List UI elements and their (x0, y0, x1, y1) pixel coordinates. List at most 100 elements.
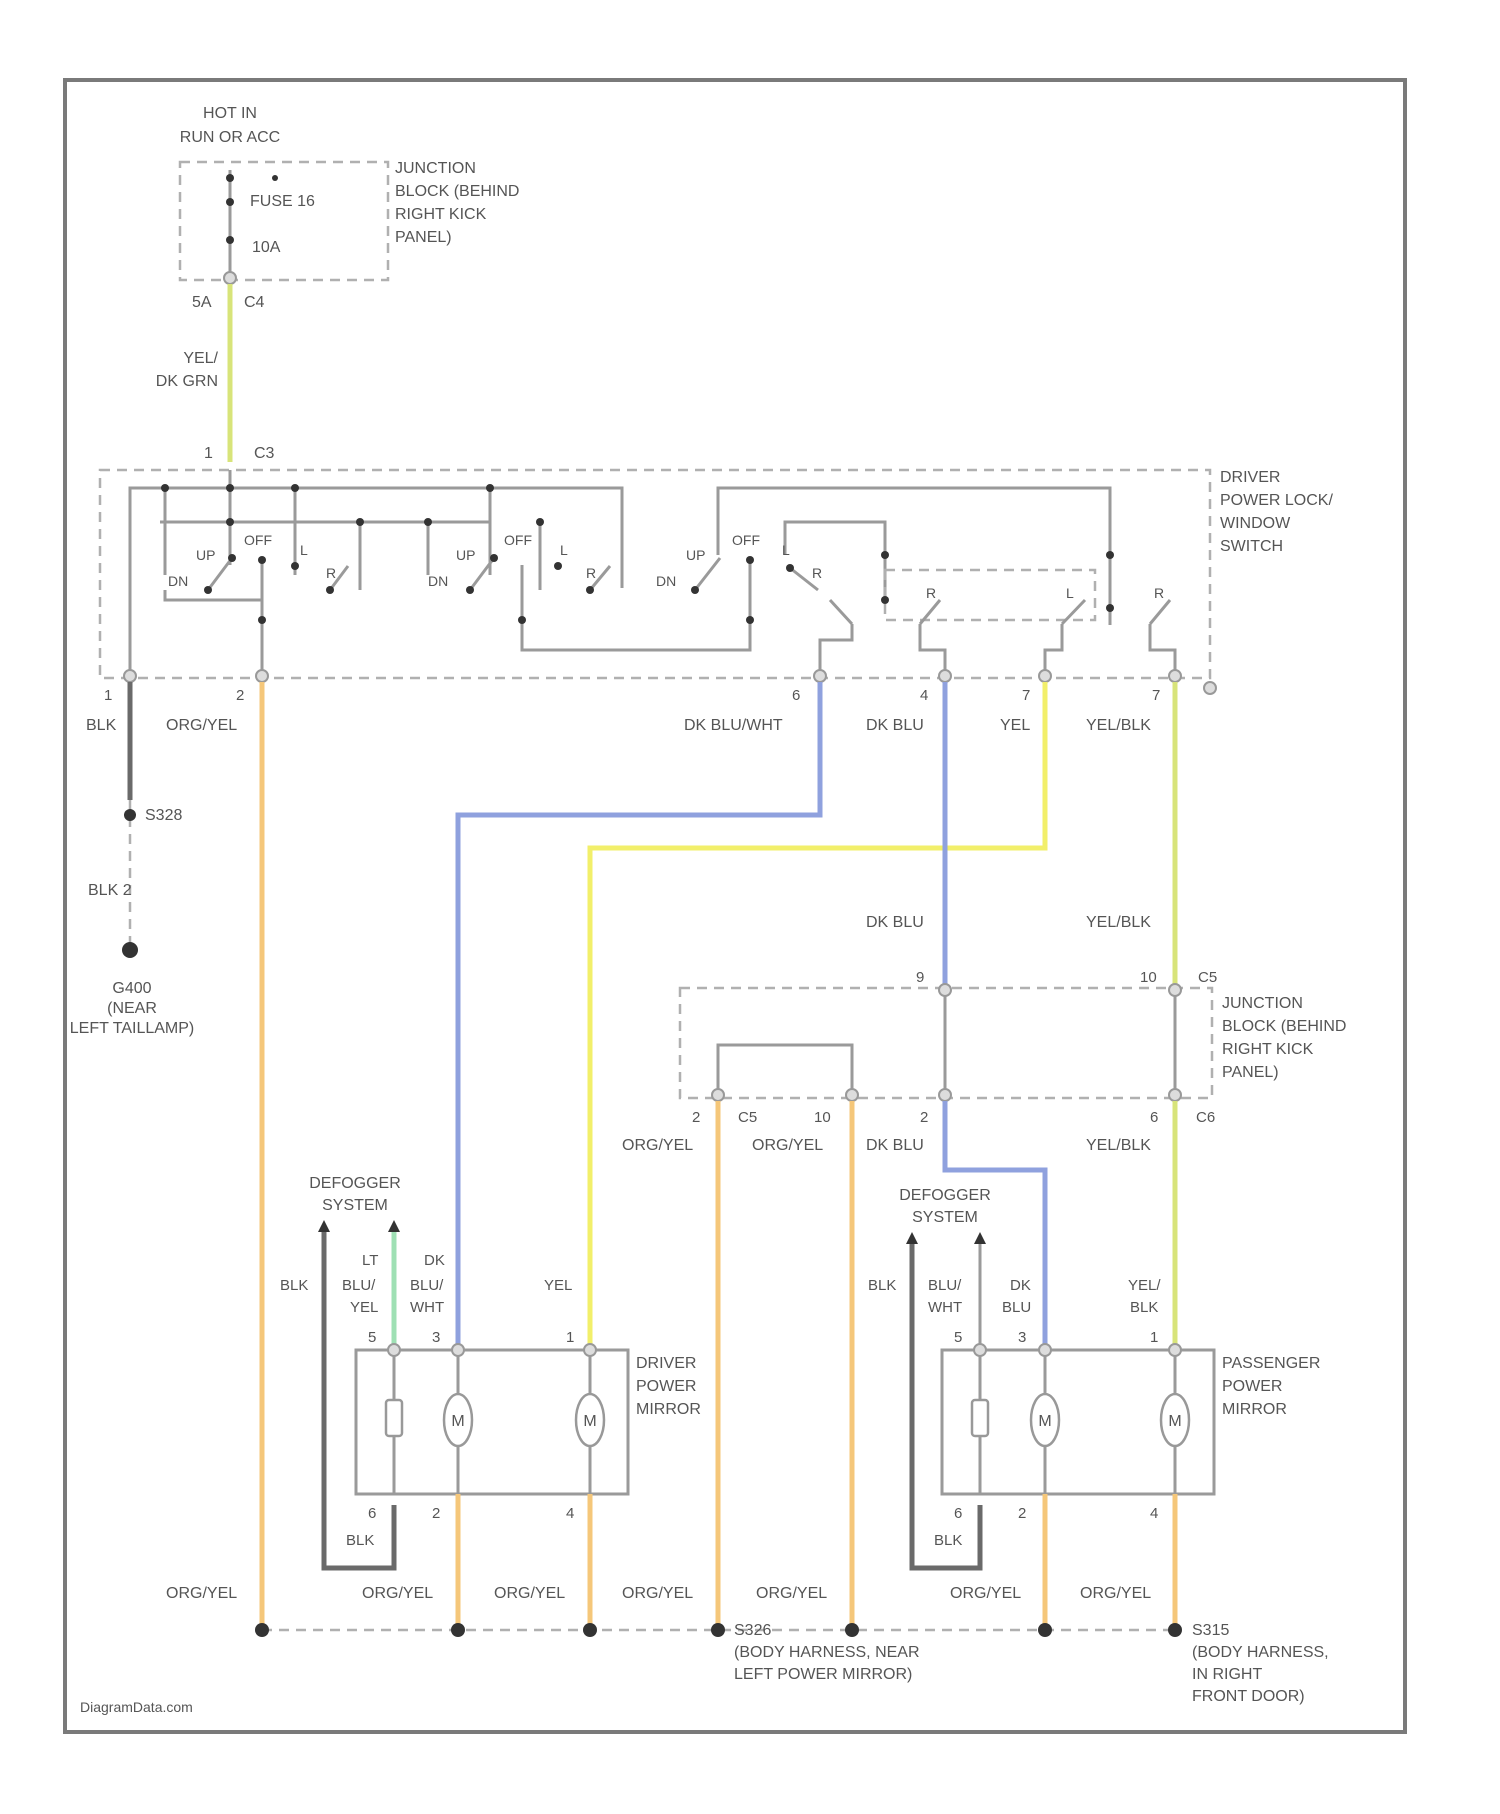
sw3-l: L (782, 542, 790, 558)
dm-motor-1: M (451, 1413, 464, 1430)
dm-motor-2: M (583, 1413, 596, 1430)
defog-right-arrow-a (906, 1232, 918, 1244)
pm-bpin-4: 4 (1150, 1505, 1158, 1522)
jb-top-line-4: PANEL) (395, 229, 452, 246)
left-wire-blk: BLK (280, 1277, 308, 1294)
ground-line-3: LEFT TAILLAMP) (70, 1020, 194, 1037)
sw1-l: L (300, 542, 308, 558)
sw4-r: R (926, 585, 936, 601)
pm-pin-5: 5 (954, 1329, 962, 1346)
dm-pin-1: 1 (566, 1329, 574, 1346)
splice-right-1: S315 (1192, 1622, 1229, 1639)
driver-mirror-2: POWER (636, 1378, 696, 1395)
sw3-up: UP (686, 547, 705, 563)
jb2-wire-4: YEL/BLK (1086, 1137, 1151, 1154)
junction-block-mid (680, 984, 1212, 1101)
jb2-line-3: RIGHT KICK (1222, 1041, 1314, 1058)
sw-pin-d: 4 (920, 687, 928, 704)
pm-pin-1: 1 (1150, 1329, 1158, 1346)
splice-dot-3 (583, 1623, 597, 1637)
jb2-conn-c5: C5 (1198, 969, 1217, 986)
defog-right-1: DEFOGGER (899, 1187, 991, 1204)
dkblu-mid-label: DK BLU (866, 914, 924, 931)
run-acc-label: RUN OR ACC (180, 129, 280, 146)
left-wire-blu2: BLU/ (410, 1277, 444, 1294)
jb2-line-2: BLOCK (BEHIND (1222, 1018, 1346, 1035)
diagram-frame (65, 80, 1405, 1732)
splice-dot-6 (1038, 1623, 1052, 1637)
jb2-pin-9: 9 (916, 969, 924, 986)
right-wire-dk: DK (1010, 1277, 1031, 1294)
orgyel-bottom-2: ORG/YEL (362, 1585, 433, 1602)
wire-dkblu-sw: DK BLU (866, 717, 924, 734)
defog-left-1: DEFOGGER (309, 1175, 401, 1192)
pm-motor-2: M (1168, 1413, 1181, 1430)
sw2-l: L (560, 542, 568, 558)
pass-mirror-2: POWER (1222, 1378, 1282, 1395)
switch-name-3: WINDOW (1220, 515, 1291, 532)
defog-left-arrow-b (388, 1220, 400, 1232)
wire-yel-top: YEL/ (183, 350, 218, 367)
splice-right-2: (BODY HARNESS, (1192, 1644, 1329, 1661)
sw-pin-f: 7 (1152, 687, 1160, 704)
sw5-r: R (1154, 585, 1164, 601)
pin-c4: C4 (244, 294, 265, 311)
switch-name-4: SWITCH (1220, 538, 1283, 555)
splice-ground-dot (124, 809, 136, 821)
jb2-line-1: JUNCTION (1222, 995, 1303, 1012)
defog-left-2: SYSTEM (322, 1197, 388, 1214)
jb2-bconn-1: C5 (738, 1109, 757, 1126)
pm-bpin-2: 2 (1018, 1505, 1026, 1522)
switch-name-1: DRIVER (1220, 469, 1280, 486)
left-wire-yel2: YEL (544, 1277, 572, 1294)
driver-mirror-1: DRIVER (636, 1355, 696, 1372)
defog-left-arrow-a (318, 1220, 330, 1232)
defog-right-arrow-b (974, 1232, 986, 1244)
splice-dot-5 (845, 1623, 859, 1637)
sw1-off: OFF (244, 532, 272, 548)
fuse-amps: 10A (252, 239, 281, 256)
orgyel-bottom-4: ORG/YEL (622, 1585, 693, 1602)
pass-mirror-1: PASSENGER (1222, 1355, 1320, 1372)
fuse-label: FUSE 16 (250, 193, 315, 210)
sw-pin-b: 2 (236, 687, 244, 704)
wire-dkbluwht: DK BLU/WHT (684, 717, 783, 734)
orgyel-bottom-5: ORG/YEL (756, 1585, 827, 1602)
splice-dot-7 (1168, 1623, 1182, 1637)
sw-pin-e: 7 (1022, 687, 1030, 704)
sw2-up: UP (456, 547, 475, 563)
jb2-pin-10: 10 (1140, 969, 1157, 986)
dm-bpin-6: 6 (368, 1505, 376, 1522)
wire-orgyel-sw: ORG/YEL (166, 717, 237, 734)
jb-top-line-3: RIGHT KICK (395, 206, 487, 223)
sw2-off: OFF (504, 532, 532, 548)
right-wire-wht: WHT (928, 1299, 962, 1316)
left-wire-blu: BLU/ (342, 1277, 376, 1294)
splice-g-label: S328 (145, 807, 182, 824)
jb2-bconn-2: C6 (1196, 1109, 1215, 1126)
jb2-line-4: PANEL) (1222, 1064, 1279, 1081)
blk2-label: BLK 2 (88, 882, 132, 899)
jb2-wire-1: ORG/YEL (622, 1137, 693, 1154)
sw-pin-a: 1 (104, 687, 112, 704)
sw4-l: L (1066, 585, 1074, 601)
ground-line-1: G400 (112, 980, 151, 997)
switch-name-2: POWER LOCK/ (1220, 492, 1333, 509)
left-wire-yel: YEL (350, 1299, 378, 1316)
right-wire-blk2: BLK (1130, 1299, 1158, 1316)
splice-left-2: (BODY HARNESS, NEAR (734, 1644, 920, 1661)
jb-top-line-1: JUNCTION (395, 160, 476, 177)
defog-right-2: SYSTEM (912, 1209, 978, 1226)
right-wire-blu2: BLU (1002, 1299, 1031, 1316)
jb2-bpin-2: 10 (814, 1109, 831, 1126)
pin-5a: 5A (192, 294, 212, 311)
orgyel-bottom-3: ORG/YEL (494, 1585, 565, 1602)
ground-line-2: (NEAR (107, 1000, 157, 1017)
orgyel-bottom-7: ORG/YEL (1080, 1585, 1151, 1602)
splice-left-3: LEFT POWER MIRROR) (734, 1666, 912, 1683)
sw2-dn: DN (428, 573, 448, 589)
pm-motor-1: M (1038, 1413, 1051, 1430)
sw1-r: R (326, 565, 336, 581)
sw1-up: UP (196, 547, 215, 563)
